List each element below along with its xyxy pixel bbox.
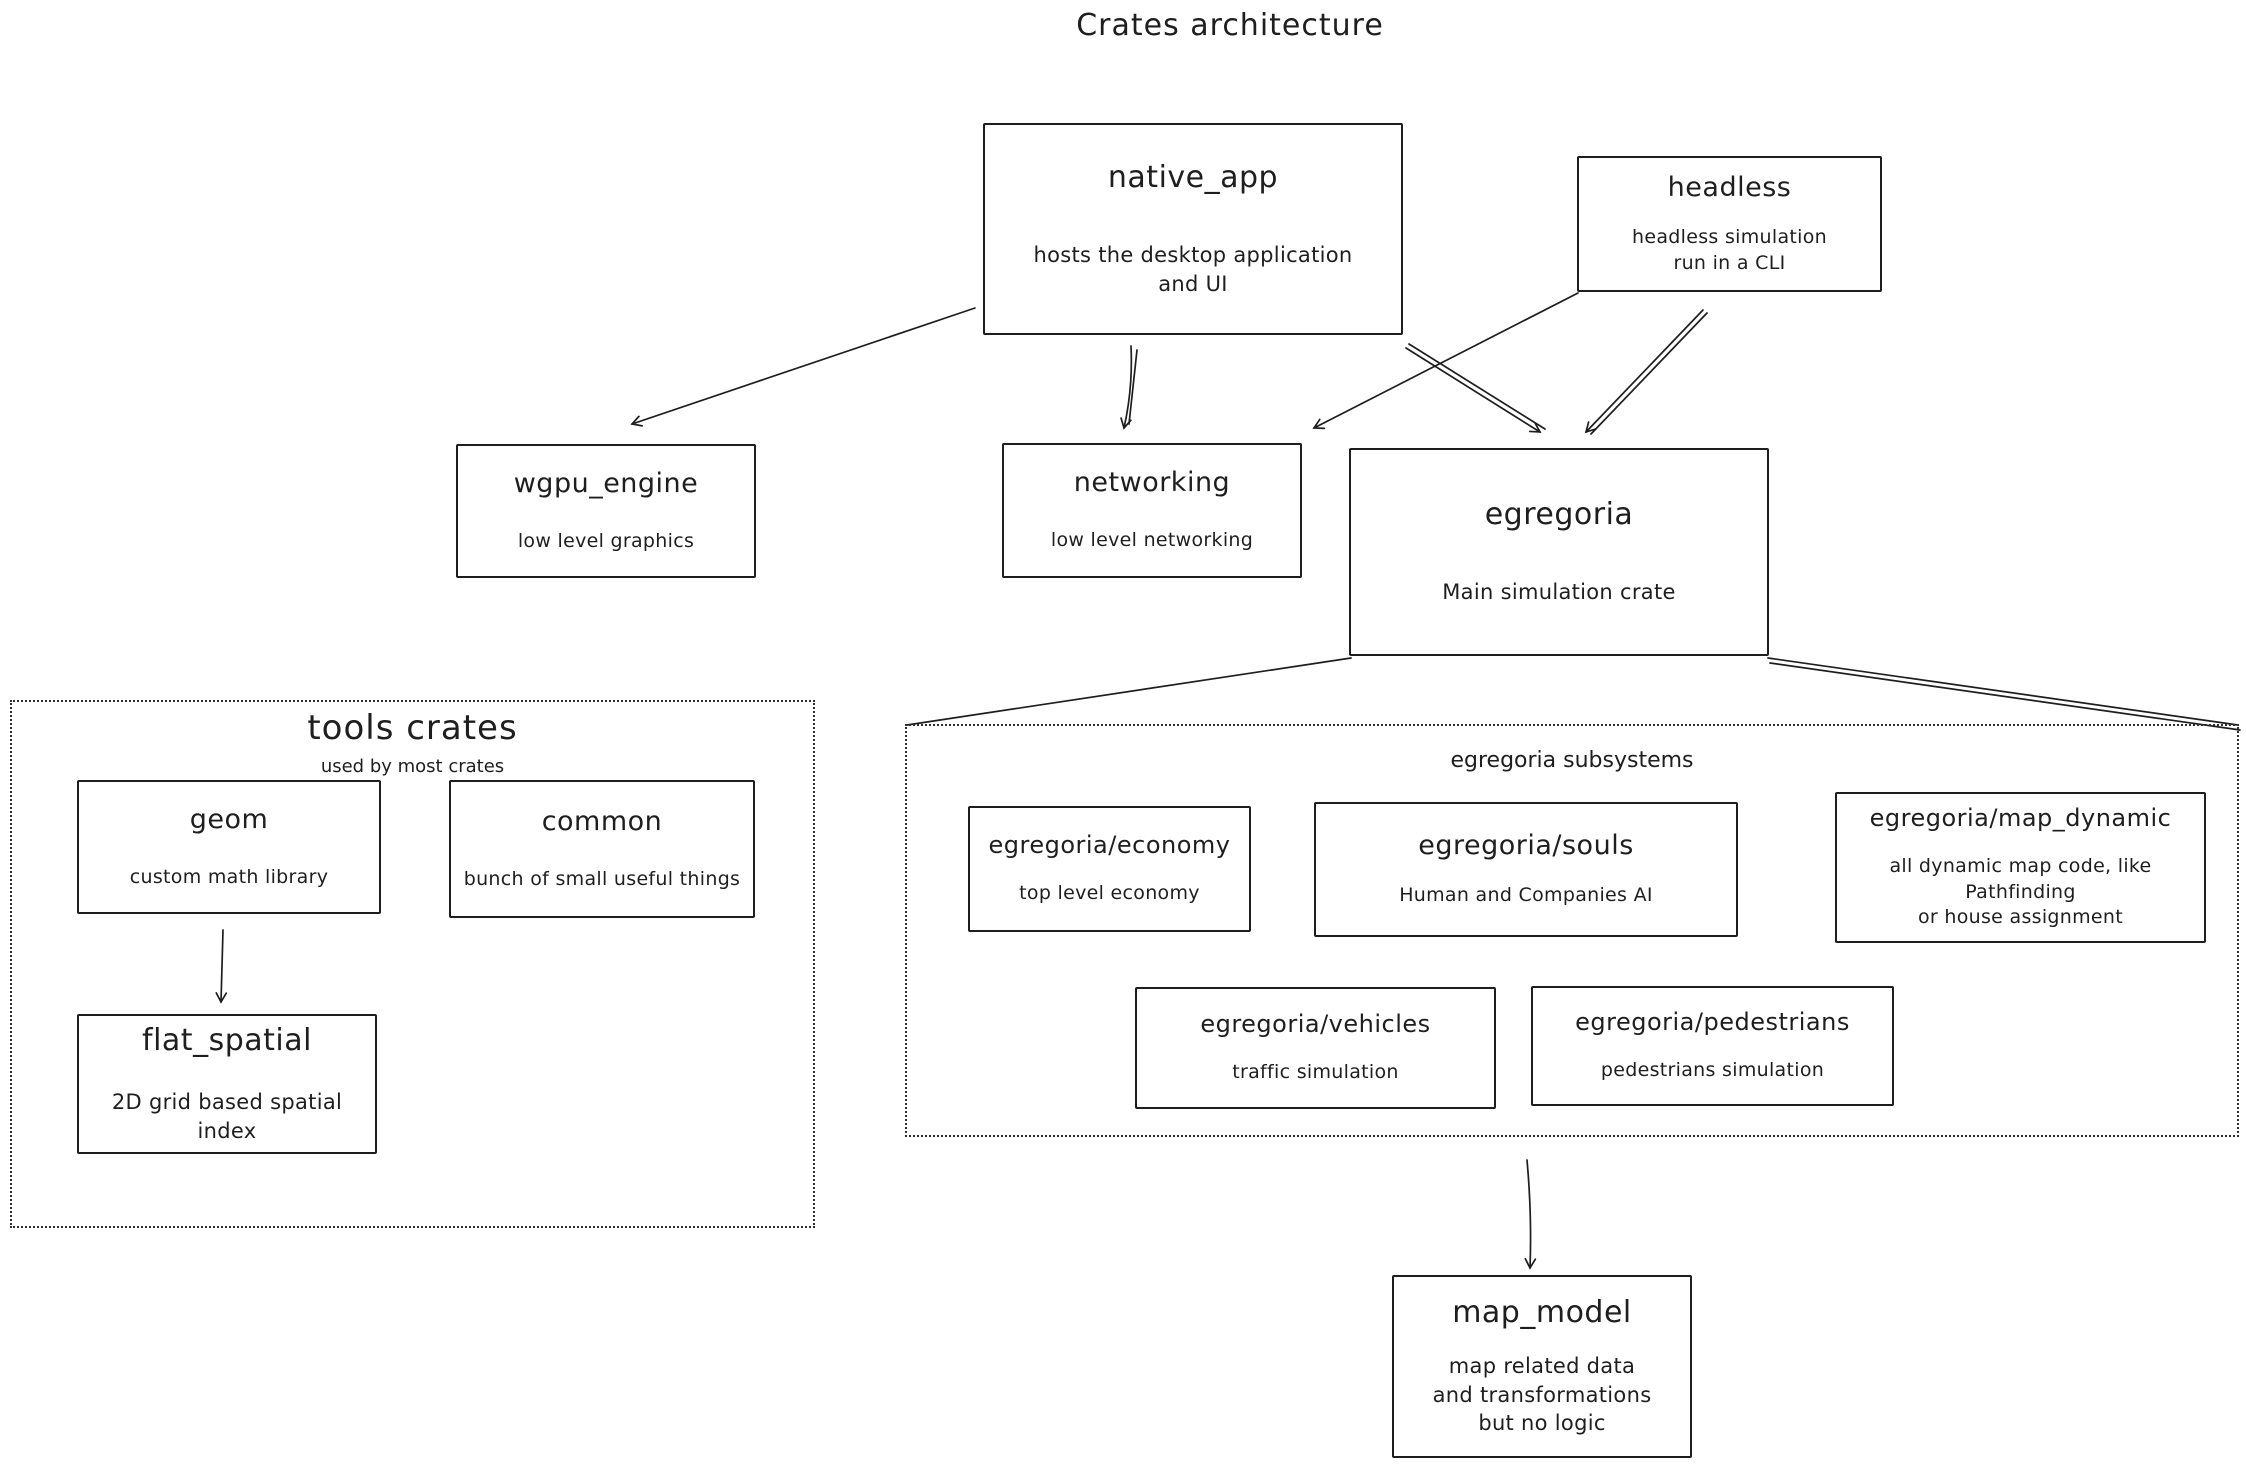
node-egregoria-pedestrians-desc: pedestrians simulation bbox=[1600, 1059, 1825, 1082]
node-networking-title: networking bbox=[1073, 467, 1231, 499]
node-map-model-desc: map related data and transformations but… bbox=[1432, 1354, 1652, 1436]
node-egregoria-vehicles-desc: traffic simulation bbox=[1232, 1061, 1399, 1084]
arrow-native-app-to-egregoria bbox=[1405, 347, 1542, 433]
arrow-native-app-to-egregoria-doubled-stroke bbox=[1408, 343, 1546, 430]
node-headless-desc: headless simulation run in a CLI bbox=[1632, 225, 1827, 274]
node-egregoria-souls-desc: Human and Companies AI bbox=[1399, 884, 1653, 907]
egregoria-subsystems-group bbox=[905, 724, 2239, 1137]
arrow-headless-to-egregoria-doubled-stroke bbox=[1590, 312, 1708, 435]
node-common-desc: bunch of small useful things bbox=[463, 867, 741, 890]
node-egregoria-vehicles-title: egregoria/vehicles bbox=[1200, 1010, 1431, 1039]
node-native-app-desc: hosts the desktop application and UI bbox=[1033, 243, 1353, 296]
node-egregoria-map-dynamic-title: egregoria/map_dynamic bbox=[1869, 804, 2172, 833]
arrow-native-app-to-networking bbox=[1120, 345, 1133, 430]
line-egregoria-to-subsystems-left bbox=[906, 657, 1352, 726]
node-egregoria-title: egregoria bbox=[1484, 497, 1634, 533]
tools-crates-group-title: tools crates bbox=[307, 708, 518, 748]
node-common: common bunch of small useful things bbox=[449, 780, 755, 918]
node-egregoria-vehicles: egregoria/vehicles traffic simulation bbox=[1135, 987, 1496, 1109]
node-geom-desc: custom math library bbox=[129, 865, 329, 888]
node-native-app: native_app hosts the desktop application… bbox=[983, 123, 1403, 335]
node-wgpu-engine-title: wgpu_engine bbox=[513, 467, 699, 499]
node-common-title: common bbox=[541, 805, 663, 837]
node-geom-title: geom bbox=[189, 803, 269, 835]
node-egregoria: egregoria Main simulation crate bbox=[1349, 448, 1769, 656]
arrow-headless-to-egregoria bbox=[1584, 309, 1704, 434]
arrow-native-app-to-networking-doubled-stroke bbox=[1128, 349, 1138, 425]
node-egregoria-desc: Main simulation crate bbox=[1442, 580, 1676, 605]
tools-crates-group-subtitle: used by most crates bbox=[320, 756, 505, 777]
node-networking-desc: low level networking bbox=[1050, 529, 1254, 552]
node-egregoria-pedestrians-title: egregoria/pedestrians bbox=[1575, 1008, 1850, 1037]
node-egregoria-souls: egregoria/souls Human and Companies AI bbox=[1314, 802, 1738, 937]
node-flat-spatial: flat_spatial 2D grid based spatial index bbox=[77, 1014, 377, 1154]
node-egregoria-map-dynamic-desc: all dynamic map code, like Pathfinding o… bbox=[1889, 855, 2152, 929]
node-egregoria-economy: egregoria/economy top level economy bbox=[968, 806, 1251, 932]
arrow-native-app-to-wgpu-engine bbox=[630, 307, 976, 427]
line-egregoria-to-subsystems-right bbox=[1767, 657, 2239, 726]
tools-crates-group bbox=[10, 700, 815, 1228]
node-headless-title: headless bbox=[1667, 171, 1792, 203]
node-egregoria-economy-title: egregoria/economy bbox=[988, 831, 1231, 860]
node-wgpu-engine: wgpu_engine low level graphics bbox=[456, 444, 756, 578]
node-headless: headless headless simulation run in a CL… bbox=[1577, 156, 1882, 292]
node-flat-spatial-title: flat_spatial bbox=[142, 1023, 312, 1059]
node-egregoria-pedestrians: egregoria/pedestrians pedestrians simula… bbox=[1531, 986, 1894, 1106]
node-map-model-title: map_model bbox=[1452, 1295, 1632, 1331]
node-egregoria-souls-title: egregoria/souls bbox=[1418, 830, 1634, 862]
arrow-subsystems-to-map-model bbox=[1524, 1159, 1537, 1270]
node-native-app-title: native_app bbox=[1107, 160, 1279, 196]
node-geom: geom custom math library bbox=[77, 780, 381, 914]
line-egregoria-to-subsystems-right-doubled-stroke bbox=[1769, 662, 2241, 731]
node-flat-spatial-desc: 2D grid based spatial index bbox=[111, 1090, 343, 1143]
node-wgpu-engine-desc: low level graphics bbox=[517, 529, 695, 552]
node-egregoria-map-dynamic: egregoria/map_dynamic all dynamic map co… bbox=[1835, 792, 2206, 943]
diagram-title: Crates architecture bbox=[1076, 8, 1384, 43]
node-egregoria-economy-desc: top level economy bbox=[1019, 882, 1200, 905]
node-map-model: map_model map related data and transform… bbox=[1392, 1275, 1692, 1458]
egregoria-subsystems-group-label: egregoria subsystems bbox=[1450, 748, 1694, 773]
node-networking: networking low level networking bbox=[1002, 443, 1302, 578]
